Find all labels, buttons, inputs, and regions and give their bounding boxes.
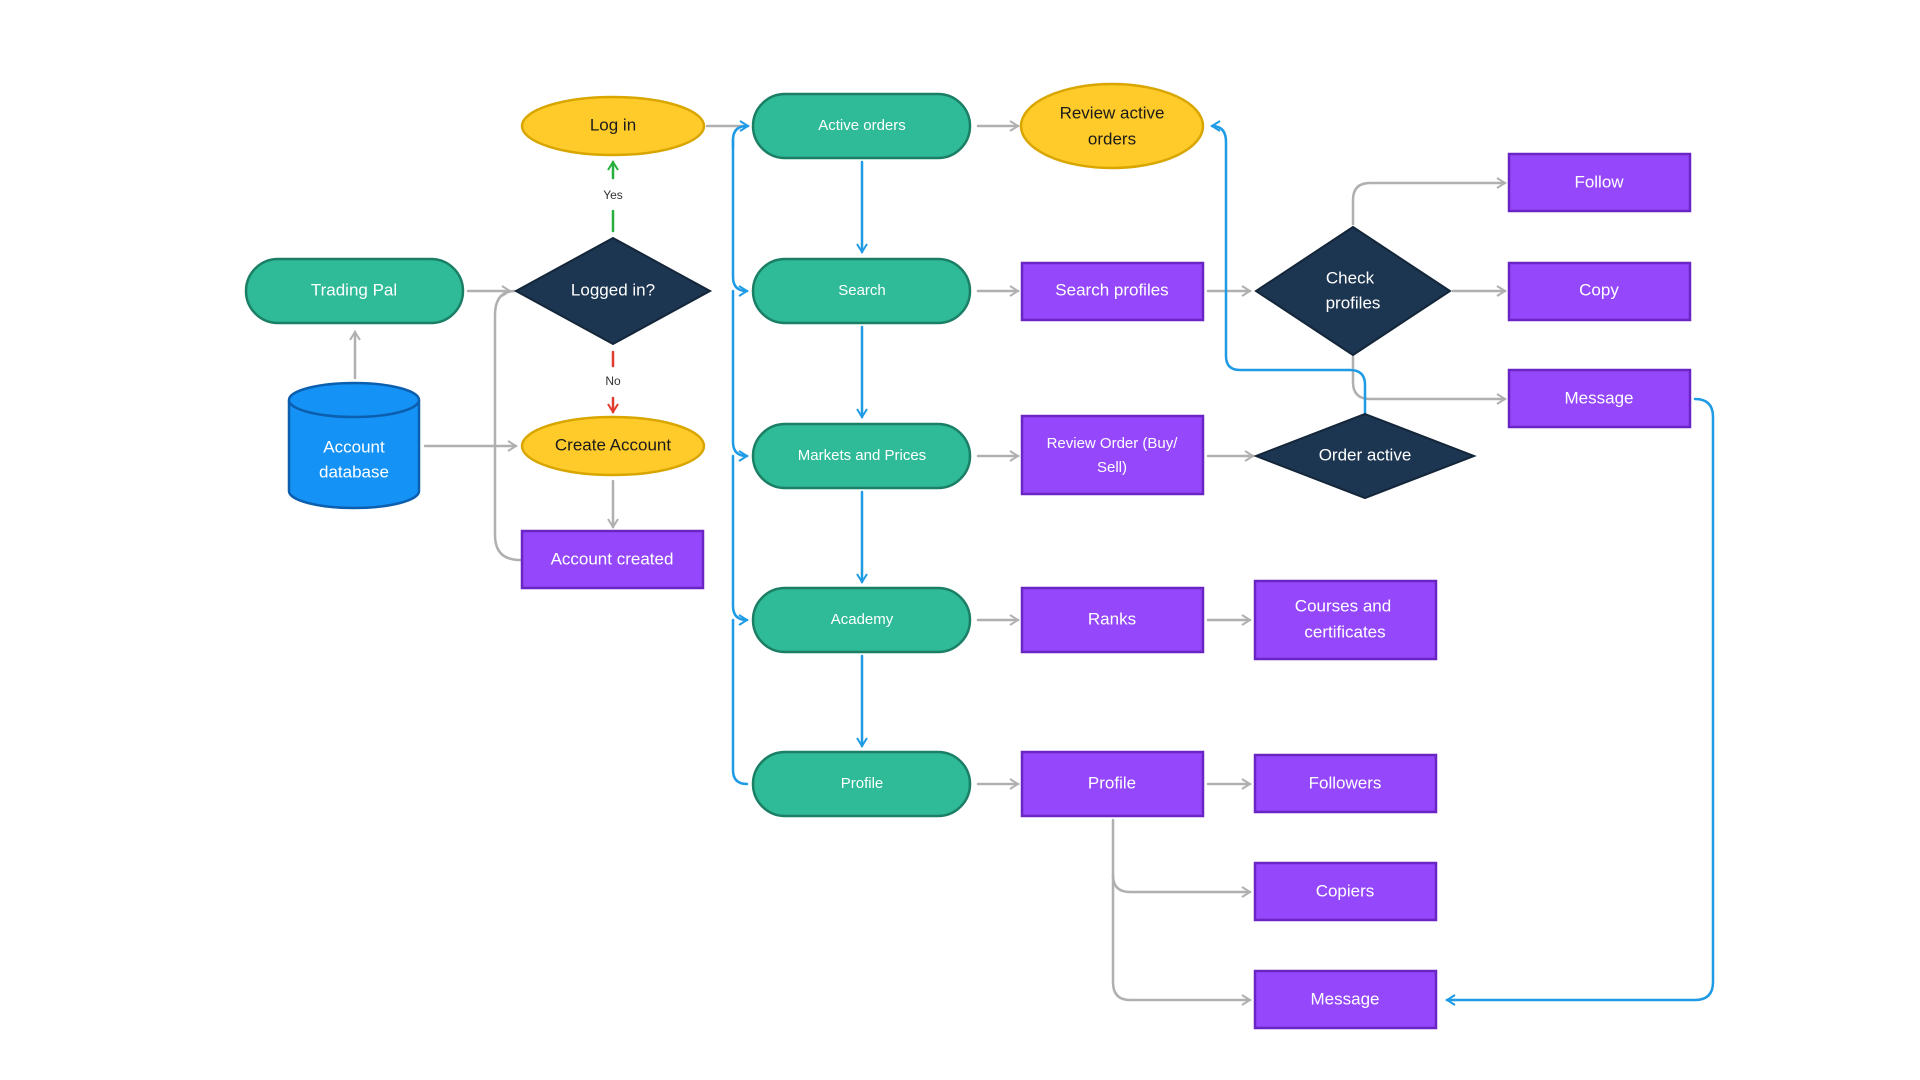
edge-label-no: No [605, 374, 621, 388]
node-message-top-label: Message [1565, 388, 1634, 407]
node-check-profiles[interactable]: Check profiles [1254, 225, 1452, 357]
node-courses-certificates[interactable]: Courses and certificates [1253, 579, 1438, 661]
node-review-order-line2: Sell) [1097, 459, 1127, 476]
edge-profile-sub-to-copiers [1111, 818, 1252, 898]
node-check-profiles-line1: Check [1326, 268, 1375, 287]
node-check-profiles-line2: profiles [1326, 293, 1381, 312]
node-active-orders[interactable]: Active orders [751, 92, 972, 160]
node-ranks[interactable]: Ranks [1020, 586, 1205, 654]
node-copy[interactable]: Copy [1507, 261, 1692, 322]
node-profile-sub-label: Profile [1088, 773, 1136, 792]
node-courses-line2: certificates [1304, 622, 1385, 641]
node-search-profiles-label: Search profiles [1055, 280, 1168, 299]
node-follow[interactable]: Follow [1507, 152, 1692, 213]
node-review-active-orders-line2: orders [1088, 129, 1136, 148]
node-search-profiles[interactable]: Search profiles [1020, 261, 1205, 322]
node-create-account-label: Create Account [555, 435, 672, 454]
node-review-active-orders[interactable]: Review active orders [1019, 82, 1205, 170]
node-markets-and-prices-label: Markets and Prices [798, 447, 926, 464]
node-order-active[interactable]: Order active [1253, 412, 1477, 500]
node-account-created-label: Account created [551, 549, 674, 568]
node-message-bottom-label: Message [1311, 989, 1380, 1008]
node-ranks-label: Ranks [1088, 609, 1136, 628]
edge-profile-sub-to-message [1111, 873, 1252, 1006]
node-followers[interactable]: Followers [1253, 753, 1438, 814]
node-log-in[interactable]: Log in [520, 95, 706, 157]
node-search-label: Search [838, 282, 886, 299]
node-copy-label: Copy [1579, 280, 1619, 299]
node-trading-pal-label: Trading Pal [311, 280, 397, 299]
node-profile-main[interactable]: Profile [751, 750, 972, 818]
edge-label-yes: Yes [603, 188, 623, 202]
node-copiers-label: Copiers [1316, 881, 1375, 900]
node-account-database-line1: Account [323, 437, 385, 456]
node-logged-in-label: Logged in? [571, 280, 655, 299]
edge-hub-to-markets [731, 289, 749, 462]
edge-message-to-message [1445, 397, 1715, 1006]
edge-order-active-to-review [1210, 120, 1367, 416]
node-search[interactable]: Search [751, 257, 972, 325]
node-academy[interactable]: Academy [751, 586, 972, 654]
node-message-top[interactable]: Message [1507, 368, 1692, 429]
edge-account-created-to-logged-in [493, 289, 522, 562]
node-courses-line1: Courses and [1295, 596, 1391, 615]
edge-hub-to-academy [731, 454, 749, 626]
node-review-active-orders-line1: Review active [1060, 103, 1165, 122]
node-create-account[interactable]: Create Account [520, 415, 706, 477]
node-account-created[interactable]: Account created [520, 529, 705, 590]
node-review-order[interactable]: Review Order (Buy/ Sell) [1020, 414, 1205, 496]
edge-hub-to-profile [731, 618, 749, 786]
edge-check-to-message [1351, 355, 1507, 405]
node-profile-sub[interactable]: Profile [1020, 750, 1205, 818]
node-active-orders-label: Active orders [818, 117, 906, 134]
node-follow-label: Follow [1574, 172, 1624, 191]
node-account-database[interactable]: Account database [287, 381, 421, 510]
node-followers-label: Followers [1309, 773, 1382, 792]
edge-hub-to-active-orders [731, 120, 750, 149]
node-trading-pal[interactable]: Trading Pal [244, 257, 465, 325]
node-markets-and-prices[interactable]: Markets and Prices [751, 422, 972, 490]
node-profile-main-label: Profile [841, 775, 884, 792]
node-copiers[interactable]: Copiers [1253, 861, 1438, 922]
node-review-order-line1: Review Order (Buy/ [1047, 435, 1179, 452]
node-logged-in[interactable]: Logged in? [513, 236, 713, 346]
node-message-bottom[interactable]: Message [1253, 969, 1438, 1030]
node-academy-label: Academy [831, 611, 894, 628]
node-order-active-label: Order active [1319, 445, 1412, 464]
edge-hub-to-search [731, 138, 749, 297]
node-log-in-label: Log in [590, 115, 636, 134]
node-account-database-line2: database [319, 462, 389, 481]
edge-check-to-follow [1351, 177, 1507, 226]
